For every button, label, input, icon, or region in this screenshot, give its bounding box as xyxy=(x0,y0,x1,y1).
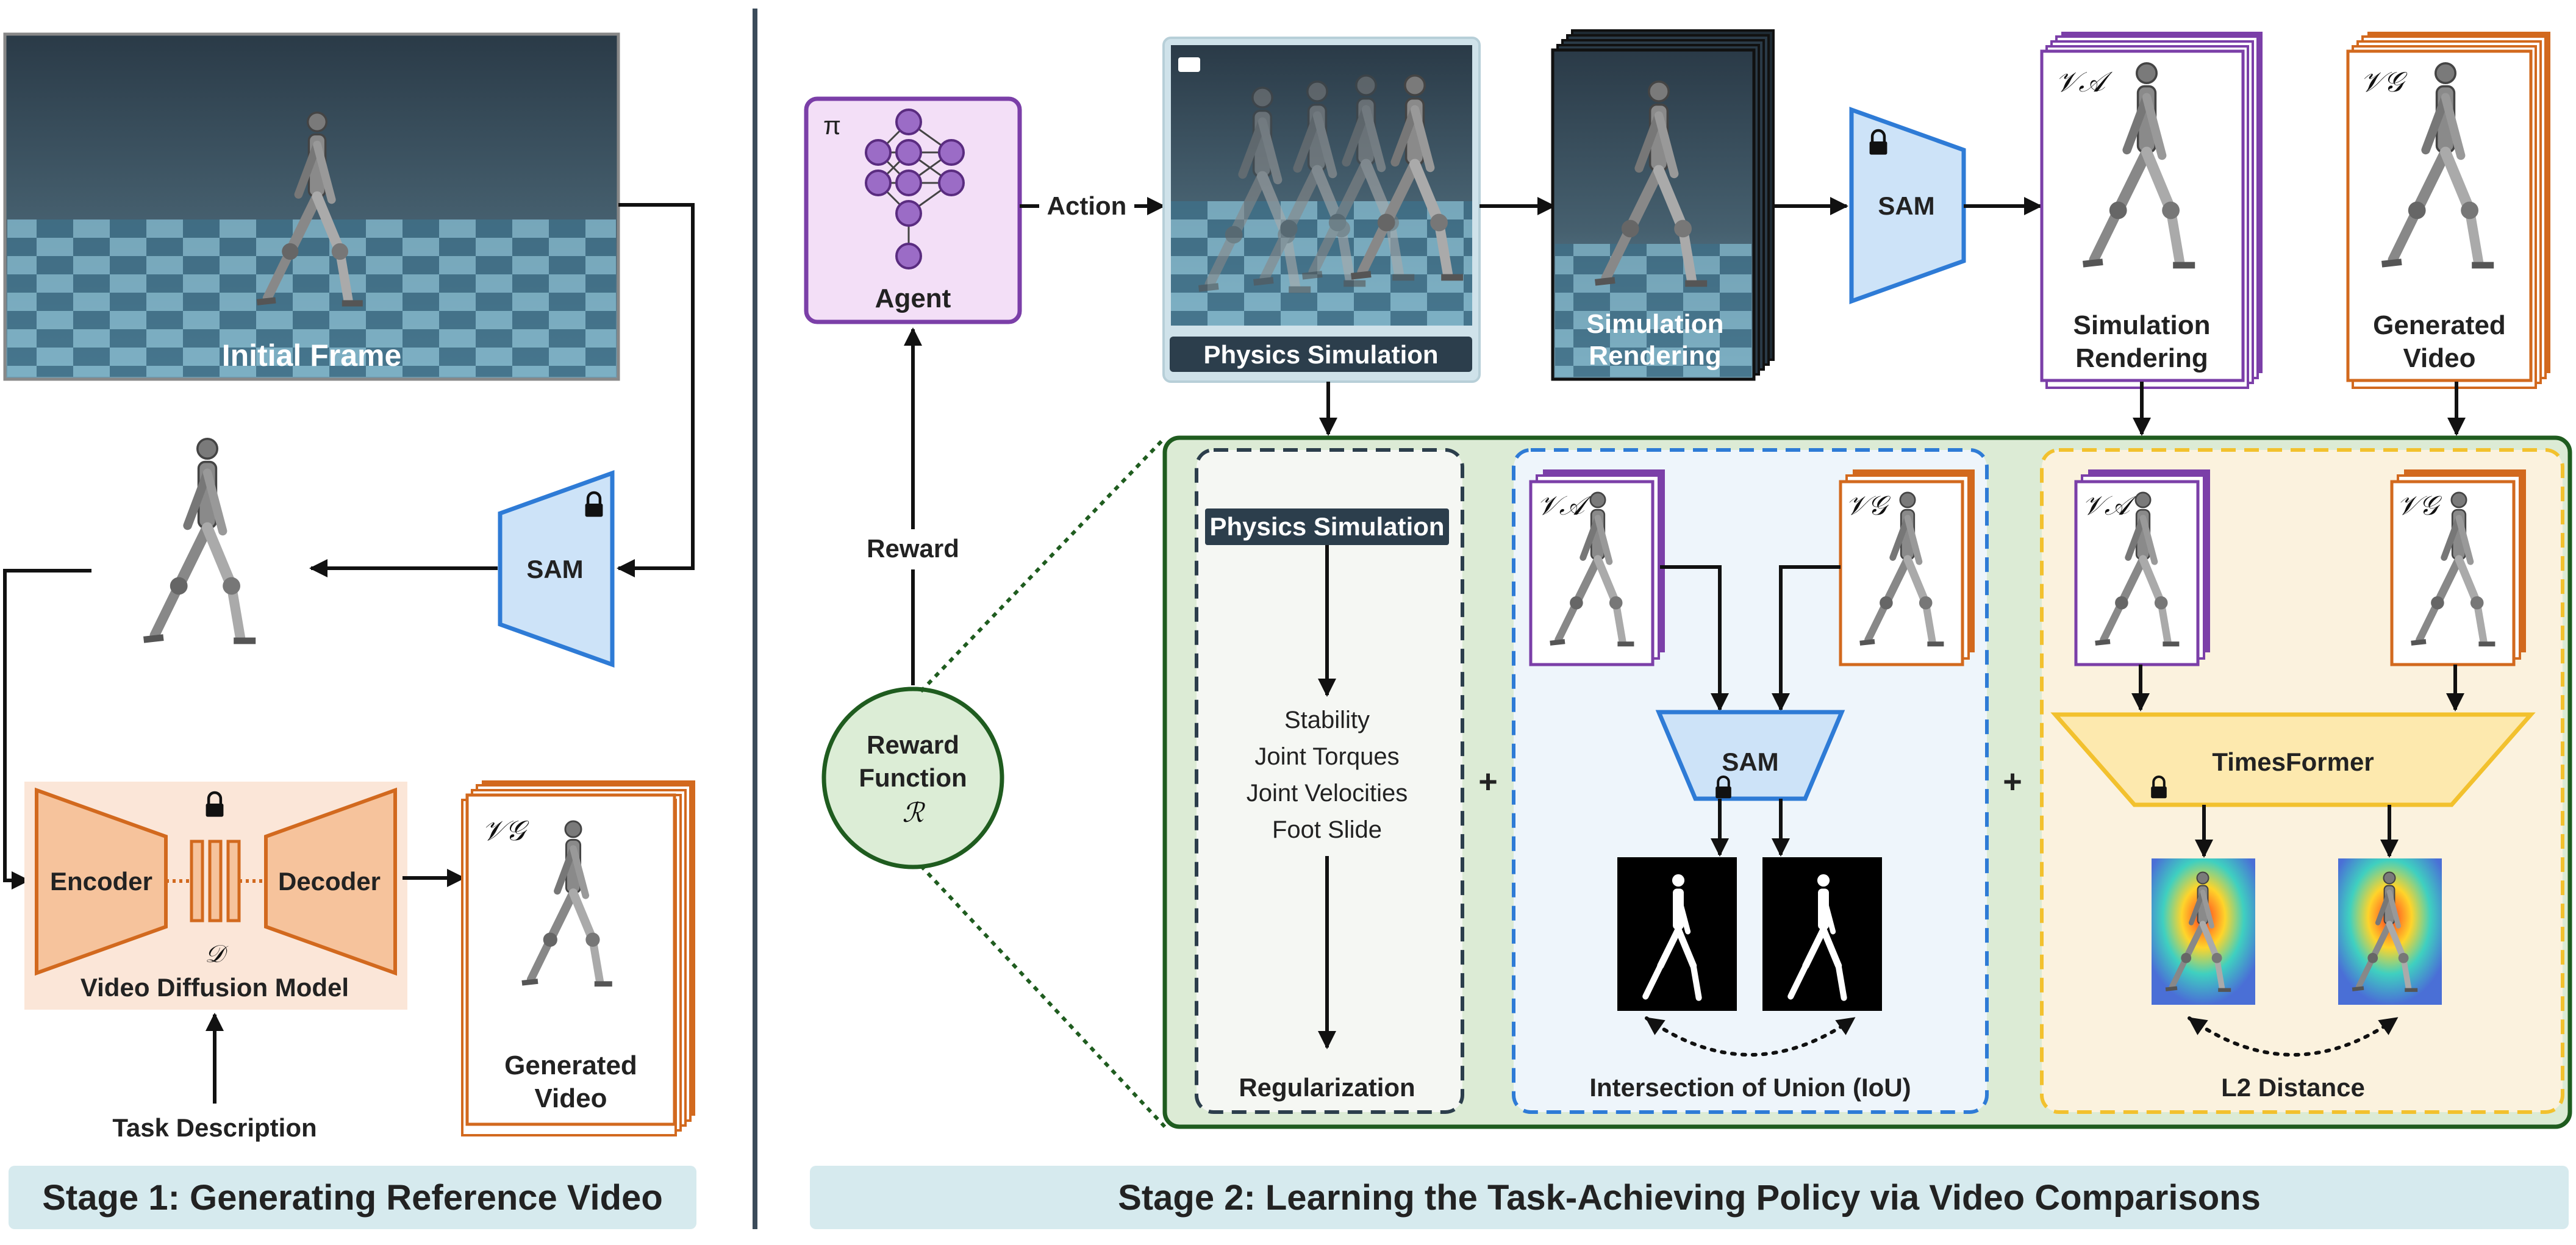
agent-label: Agent xyxy=(875,284,951,313)
generated-video-stack-stage1: 𝒱𝒢 Generated Video xyxy=(461,780,695,1136)
iou-panel: 𝒱𝒜 𝒱𝒢 SAM Intersection of Union (IoU) xyxy=(1512,448,1989,1114)
mask-to-encoder-arrow xyxy=(3,569,91,890)
plus-1: + xyxy=(1478,763,1498,800)
vg-stack: 𝒱𝒢 Generated Video xyxy=(2346,32,2550,389)
reward-function-node: Reward Function ℛ xyxy=(821,687,1004,869)
reg-term-joint-velocities: Joint Velocities xyxy=(1247,780,1408,807)
reward-label-bg xyxy=(854,529,972,569)
video-diffusion-model: Encoder Decoder 𝒟 Video Diffusion Model xyxy=(24,782,407,1010)
stage2-title-bar: Stage 2: Learning the Task-Achieving Pol… xyxy=(810,1166,2569,1229)
iou-sam-label: SAM xyxy=(1722,747,1778,776)
va-symbol: 𝒱𝒜 xyxy=(2055,65,2113,98)
render-stack-label-line1: Simulation xyxy=(1587,309,1724,339)
generated-video-label-line2: Video xyxy=(534,1083,607,1113)
zoom-line-bottom xyxy=(919,864,1167,1129)
l2-footer: L2 Distance xyxy=(2221,1073,2365,1102)
sim-rendering-label-line2: Rendering xyxy=(2075,343,2208,373)
sam-label-stage2: SAM xyxy=(1878,191,1934,220)
l2-panel: 𝒱𝒜 𝒱𝒢 TimesFormer L2 Distance xyxy=(2040,448,2564,1114)
reward-label: Reward xyxy=(867,534,959,563)
iou-vg-arrow xyxy=(1772,565,1841,712)
simulation-rendering-stack: Simulation Rendering xyxy=(1551,29,1775,381)
timesformer-label: TimesFormer xyxy=(2212,747,2374,776)
l2-va-symbol: 𝒱𝒜 xyxy=(2082,490,2138,521)
l2-vg-symbol: 𝒱𝒢 xyxy=(2397,490,2442,521)
initial-frame-panel: Initial Frame xyxy=(3,32,620,381)
encoder-label: Encoder xyxy=(50,867,152,896)
stage1-title-bar: Stage 1: Generating Reference Video xyxy=(9,1166,696,1229)
frame-to-sam-arrow xyxy=(617,203,695,577)
iou-vg-symbol: 𝒱𝒢 xyxy=(1845,490,1891,521)
va-stack: 𝒱𝒜 Simulation Rendering xyxy=(2040,32,2263,389)
iou-compare-arrow xyxy=(1645,1016,1856,1057)
reg-term-joint-torques: Joint Torques xyxy=(1254,743,1399,770)
physics-simulation-label: Physics Simulation xyxy=(1203,340,1438,369)
agent-block: π Agent xyxy=(804,96,1022,324)
zoom-line-top xyxy=(919,436,1167,693)
decoder-label: Decoder xyxy=(278,867,381,896)
vg-symbol-top: 𝒱𝒢 xyxy=(2360,65,2408,98)
sam-block-stage2: SAM xyxy=(1849,107,1966,304)
physics-simulation-panel: Physics Simulation xyxy=(1162,37,1481,383)
l2-compare-arrow xyxy=(2188,1016,2399,1057)
render-stack-label-line2: Rendering xyxy=(1589,341,1722,371)
reward-function-symbol: ℛ xyxy=(902,797,925,829)
sim-rendering-label-line1: Simulation xyxy=(2073,310,2211,340)
generated-video-label-line1: Generated xyxy=(2373,310,2506,340)
camera-icon xyxy=(1178,57,1200,72)
initial-frame-label: Initial Frame xyxy=(222,338,402,373)
task-description-label: Task Description xyxy=(112,1113,317,1142)
pi-symbol: π xyxy=(823,111,841,140)
sam-block-stage1: SAM xyxy=(498,470,615,668)
iou-va-arrow xyxy=(1660,565,1729,712)
reward-function-line1: Reward xyxy=(867,730,959,759)
regularization-panel: Physics Simulation Stability Joint Torqu… xyxy=(1195,448,1464,1114)
reg-header: Physics Simulation xyxy=(1209,512,1444,541)
reward-function-line2: Function xyxy=(859,763,967,792)
stage1-title: Stage 1: Generating Reference Video xyxy=(42,1178,663,1218)
stage2-title: Stage 2: Learning the Task-Achieving Pol… xyxy=(1118,1178,2261,1218)
iou-va-symbol: 𝒱𝒜 xyxy=(1537,490,1592,521)
reg-term-stability: Stability xyxy=(1284,707,1370,733)
nn-nodes xyxy=(865,109,965,269)
reg-term-foot-slide: Foot Slide xyxy=(1272,816,1382,843)
generated-video-label-line2: Video xyxy=(2403,343,2475,373)
sam-label: SAM xyxy=(526,555,583,583)
action-label: Action xyxy=(1047,191,1127,220)
segmented-robot xyxy=(144,439,256,641)
reg-footer: Regularization xyxy=(1239,1073,1415,1102)
generated-video-label-line1: Generated xyxy=(504,1051,637,1080)
plus-2: + xyxy=(2003,763,2022,800)
vg-symbol: 𝒱𝒢 xyxy=(482,814,529,847)
iou-footer: Intersection of Union (IoU) xyxy=(1589,1073,1911,1102)
diffusion-model-label: Video Diffusion Model xyxy=(80,973,349,1002)
